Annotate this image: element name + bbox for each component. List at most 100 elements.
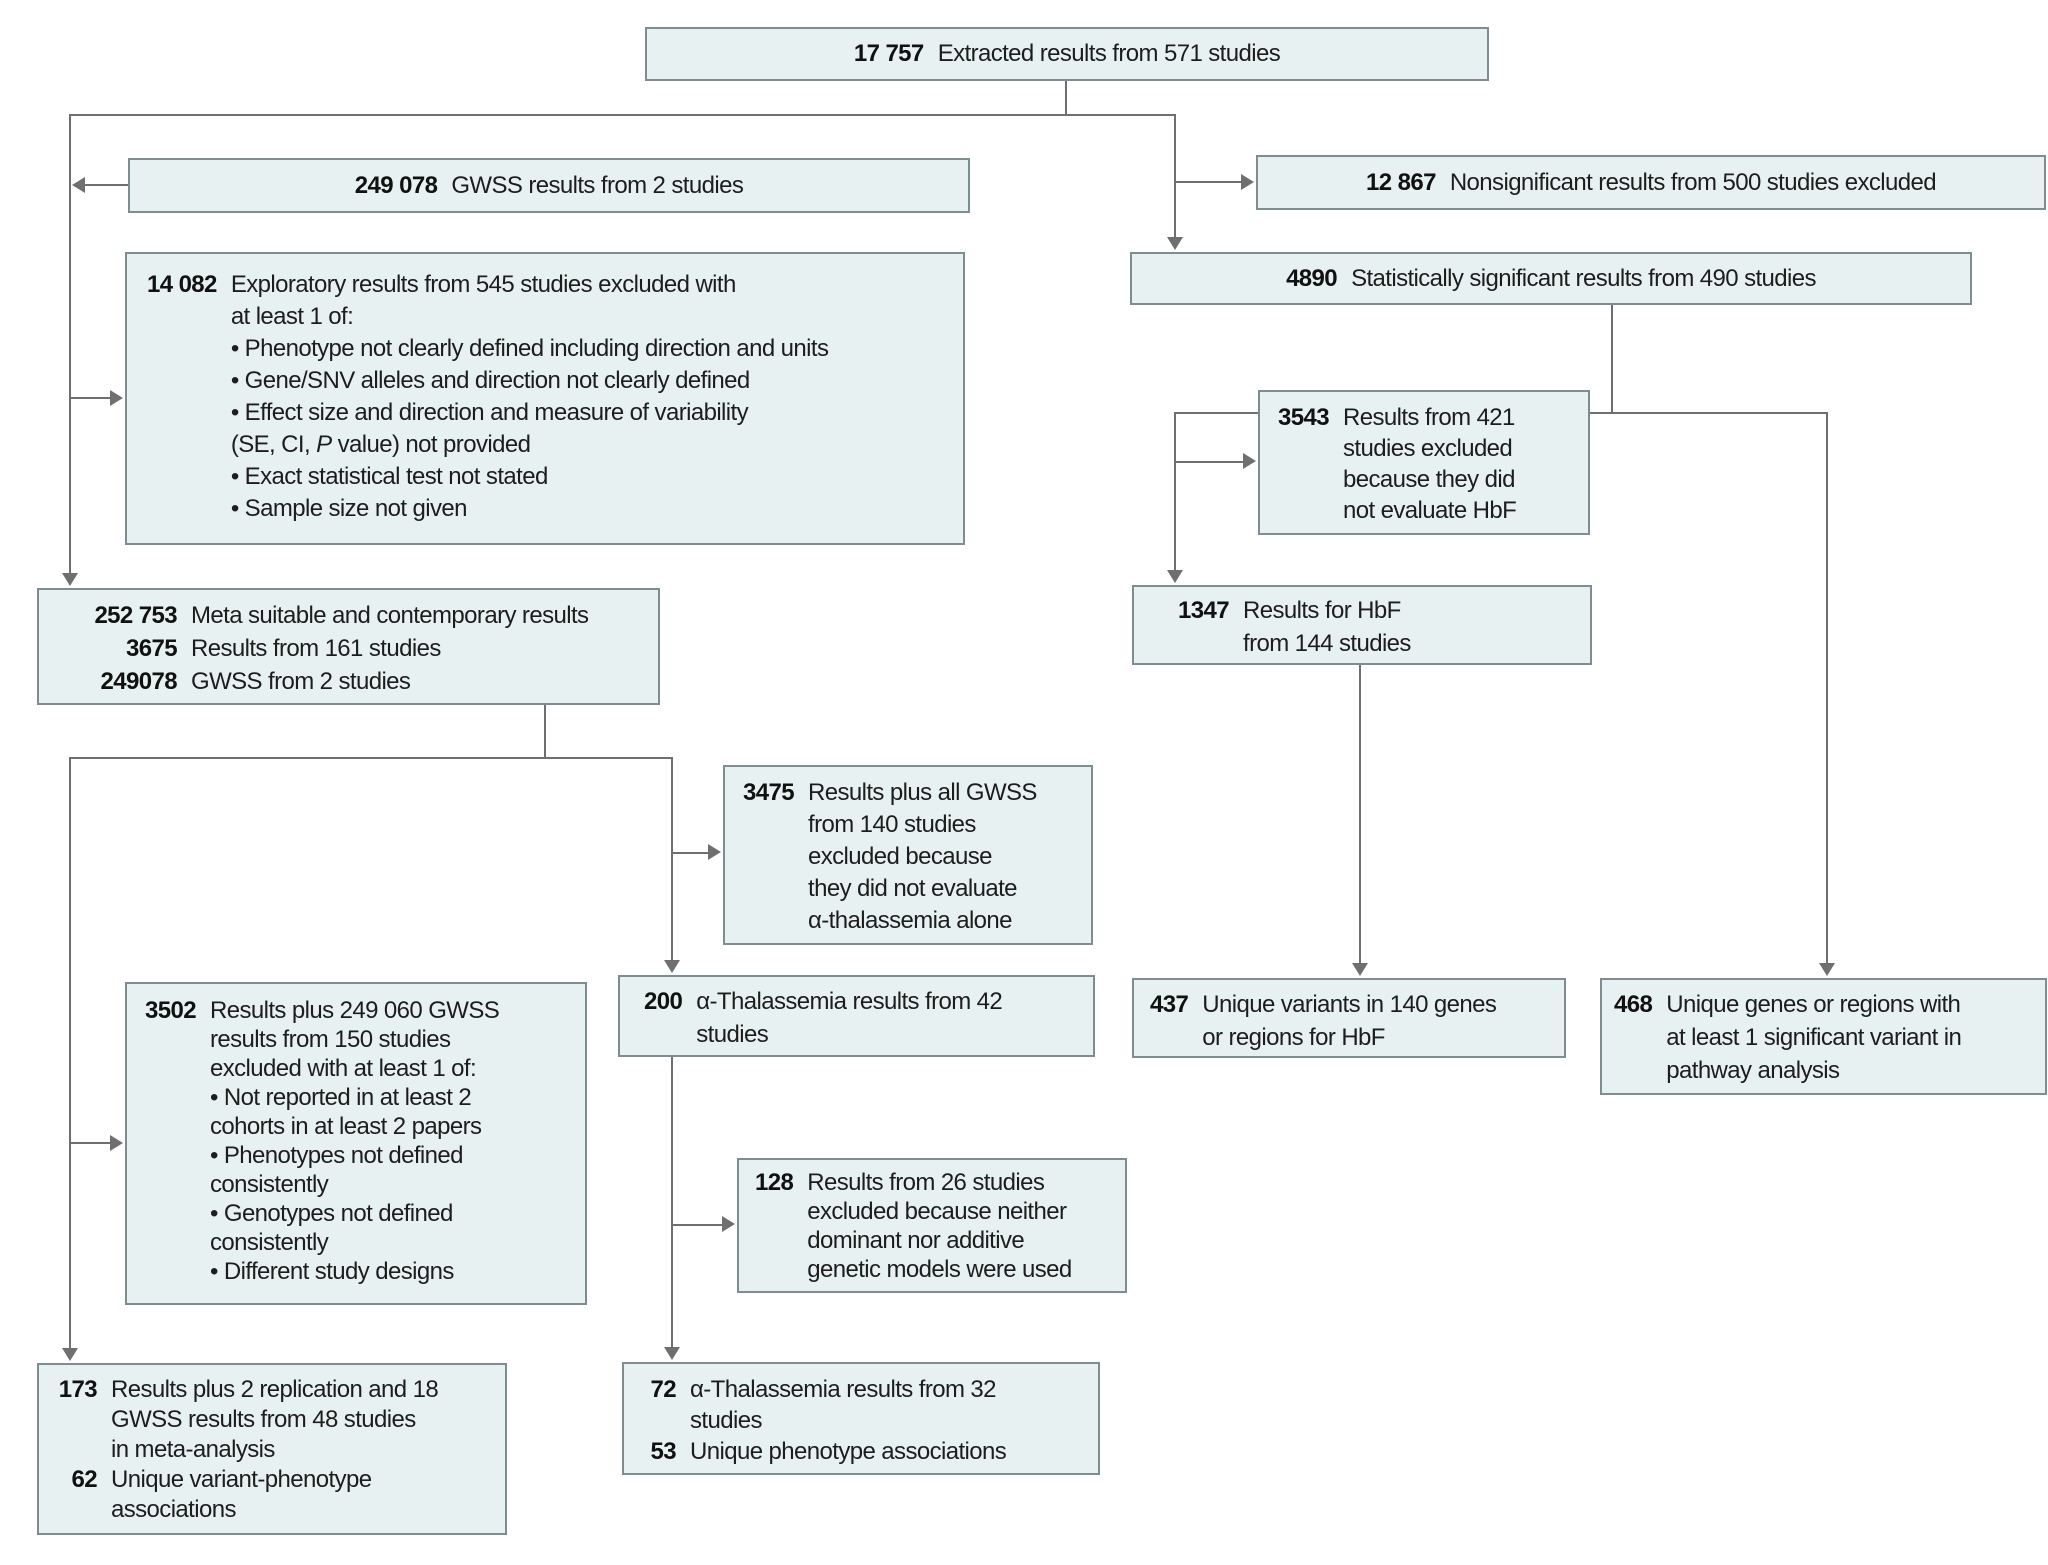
se-line-pre: (SE, CI, (230, 431, 317, 458)
box-label: Results from 161 studies (191, 635, 441, 662)
connector-meta-branch (69, 757, 673, 759)
box-number: 437 (1150, 991, 1189, 1018)
box-text-line: not evaluate HbF (1343, 497, 1517, 524)
box-text: α-Thalassemia results from 32 studies (690, 1374, 997, 1436)
box-text-line: Results plus 2 replication and 18 (111, 1376, 439, 1403)
box-genes-468: 468 Unique genes or regions with at leas… (1600, 978, 2047, 1095)
box-text-line: cohorts in at least 2 papers (210, 1113, 482, 1140)
box-label: GWSS results from 2 studies (451, 171, 744, 199)
connector-173-trunk (69, 757, 71, 1348)
connector-exploratory-spur (69, 397, 111, 399)
box-number: 128 (755, 1169, 794, 1196)
box-row: 62 Unique variant-phenotype associations (53, 1465, 499, 1525)
box-row: 252 753 Meta suitable and contemporary r… (55, 599, 648, 632)
box-hbf-results: 1347 Results for HbF from 144 studies (1132, 585, 1592, 665)
arrowhead-into-3475 (708, 844, 721, 860)
box-text-line: • Phenotypes not defined (210, 1142, 463, 1169)
box-label: Extracted results from 571 studies (937, 40, 1281, 67)
box-row: 72 α-Thalassemia results from 32 studies (644, 1374, 1092, 1436)
box-nonsignificant-excluded: 12 867 Nonsignificant results from 500 s… (1256, 155, 2046, 210)
box-number: 3543 (1278, 404, 1330, 431)
se-line-post: value) not provided (331, 431, 531, 458)
box-text-line: • Genotypes not defined (210, 1200, 453, 1227)
box-text: Unique phenotype associations (690, 1436, 1007, 1467)
box-text-line: pathway analysis (1666, 1057, 1840, 1084)
connector-200-stem (671, 1057, 673, 1347)
box-text-line: excluded because (808, 843, 992, 870)
box-number: 62 (71, 1466, 98, 1493)
arrowhead-into-meta (62, 573, 78, 586)
box-text-line: Unique variants in 140 genes (1202, 991, 1497, 1018)
box-text-line: studies (696, 1021, 769, 1048)
connector-128-spur (671, 1224, 722, 1226)
connector-200-trunk (671, 757, 673, 960)
arrowhead-into-3502 (110, 1135, 123, 1151)
box-number: 12 867 (1366, 168, 1436, 196)
box-text-line: results from 150 studies (210, 1026, 451, 1053)
box-number: 4890 (1286, 264, 1338, 292)
box-text-line: at least 1 significant variant in (1666, 1024, 1962, 1051)
arrowhead-into-nonsignificant (1241, 174, 1254, 190)
box-label: GWSS from 2 studies (191, 668, 411, 695)
box-text-line: in meta-analysis (111, 1436, 275, 1463)
connector-3543-spur (1174, 461, 1243, 463)
box-text-line: Unique genes or regions with (1666, 991, 1961, 1018)
arrowhead-into-468 (1819, 963, 1835, 976)
box-text: α-Thalassemia results from 42 studies (696, 985, 1003, 1055)
box-text-line: Unique variant-phenotype (111, 1466, 372, 1493)
box-significant-results: 4890 Statistically significant results f… (1130, 252, 1972, 305)
box-text-line: α-Thalassemia results from 32 (690, 1376, 997, 1403)
box-text-line: • Sample size not given (230, 495, 468, 522)
box-text-line: dominant nor additive (807, 1227, 1025, 1254)
box-text: Results plus all GWSS from 140 studies e… (808, 777, 1037, 943)
box-row: 173 Results plus 2 replication and 18 GW… (53, 1375, 499, 1465)
connector-nonsig-spur (1174, 181, 1241, 183)
box-text: Results plus 249 060 GWSS results from 1… (210, 996, 500, 1303)
box-number: 468 (1614, 991, 1653, 1018)
box-number: 17 757 (853, 40, 924, 67)
box-text: Exploratory results from 545 studies exc… (231, 269, 829, 543)
box-row: 3675 Results from 161 studies (55, 632, 648, 665)
box-text: Unique genes or regions with at least 1 … (1666, 988, 1962, 1093)
box-text-line: Results plus 249 060 GWSS (210, 997, 500, 1024)
connector-hbf-trunk (1174, 412, 1176, 577)
box-text-line: genetic models were used (807, 1256, 1072, 1283)
box-meta-suitable: 252 753 Meta suitable and contemporary r… (37, 588, 660, 705)
box-number: 1347 (1178, 597, 1230, 624)
connector-left-trunk (69, 114, 71, 575)
box-text: Results for HbF from 144 studies (1243, 594, 1411, 663)
box-text-line: Exploratory results from 545 studies exc… (230, 271, 737, 298)
box-variants-437: 437 Unique variants in 140 genes or regi… (1132, 978, 1566, 1058)
box-text-line: • Exact statistical test not stated (230, 463, 548, 490)
box-text-line: Results from 421 (1343, 404, 1515, 431)
box-label: Meta suitable and contemporary results (191, 602, 589, 629)
arrowhead-into-173 (62, 1348, 78, 1361)
box-number: 3502 (145, 997, 197, 1024)
box-number: 249 078 (354, 171, 438, 199)
box-number: 14 082 (147, 271, 217, 298)
box-label: Nonsignificant results from 500 studies … (1449, 168, 1937, 196)
box-text-line: they did not evaluate (808, 875, 1018, 902)
box-text-line: Results plus all GWSS (808, 779, 1037, 806)
box-text-line: at least 1 of: (230, 303, 354, 330)
box-text: Unique variant-phenotype associations (111, 1465, 372, 1525)
box-thalassemia-72: 72 α-Thalassemia results from 32 studies… (622, 1362, 1100, 1475)
arrowhead-into-3543 (1243, 453, 1256, 469)
box-text-line: from 144 studies (1243, 630, 1411, 657)
connector-right-trunk (1174, 114, 1176, 238)
arrowhead-into-exploratory (110, 390, 123, 406)
box-excluded-128: 128 Results from 26 studies excluded bec… (737, 1158, 1127, 1293)
box-number: 173 (58, 1376, 98, 1403)
connector-meta-stem (544, 705, 546, 759)
box-text-line: from 140 studies (808, 811, 976, 838)
box-text-line: Unique phenotype associations (690, 1438, 1007, 1465)
box-label: Statistically significant results from 4… (1351, 264, 1816, 292)
box-text-line: • Not reported in at least 2 (210, 1084, 472, 1111)
arrowhead-from-gwss (72, 177, 85, 193)
box-text-line: excluded with at least 1 of: (210, 1055, 477, 1082)
connector-3502-spur (69, 1142, 111, 1144)
box-number: 72 (650, 1376, 677, 1403)
box-text-line: • Different study designs (210, 1258, 454, 1285)
connector-hbf-stem (1359, 665, 1361, 963)
se-line-p-italic: P (316, 431, 332, 458)
